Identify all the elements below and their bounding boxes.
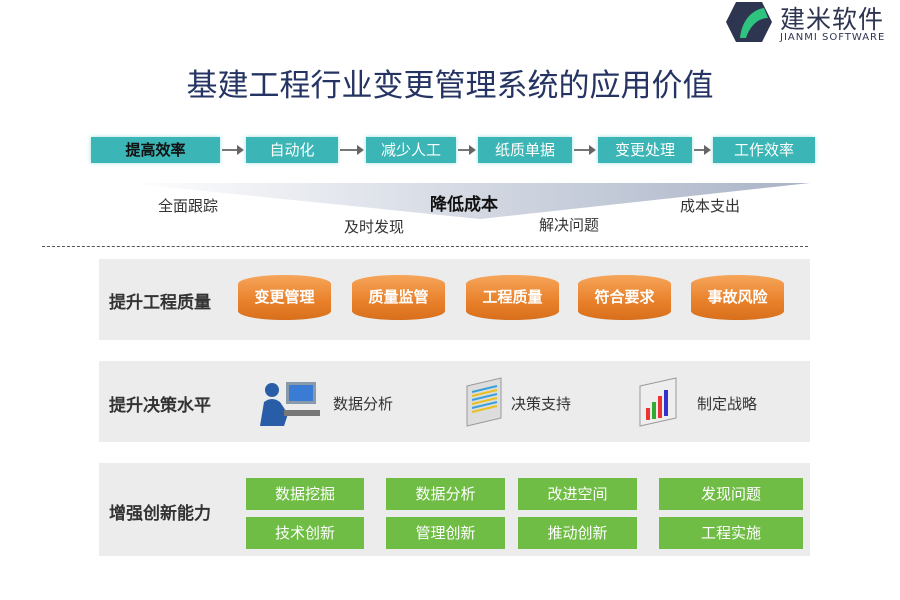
bar-chart-icon xyxy=(639,377,677,427)
arrow xyxy=(574,145,596,155)
quality-item: 质量监管 xyxy=(352,275,445,320)
flow-step: 变更处理 xyxy=(598,137,692,163)
innovation-item: 工程实施 xyxy=(659,517,803,549)
logo-name-cn: 建米软件 xyxy=(780,5,885,34)
cost-center-label: 降低成本 xyxy=(430,195,498,215)
computer-user-icon xyxy=(260,382,320,426)
arrow xyxy=(694,145,711,155)
arrow xyxy=(340,145,364,155)
flow-step-start: 提高效率 xyxy=(91,137,220,163)
innovation-item: 改进空间 xyxy=(518,478,637,510)
cost-label: 全面跟踪 xyxy=(158,197,219,215)
flow-step: 自动化 xyxy=(246,137,338,163)
cost-label: 成本支出 xyxy=(680,197,741,215)
innovation-item: 数据分析 xyxy=(386,478,505,510)
decision-panel: 提升决策水平 xyxy=(99,361,810,442)
innovation-label: 增强创新能力 xyxy=(109,504,211,524)
cost-label: 解决问题 xyxy=(539,216,600,234)
quality-label: 提升工程质量 xyxy=(109,293,211,313)
decision-item: 数据分析 xyxy=(333,395,394,413)
innovation-item: 推动创新 xyxy=(518,517,637,549)
decision-item: 决策支持 xyxy=(511,395,572,413)
logo-icon xyxy=(726,2,772,42)
quality-item: 变更管理 xyxy=(238,275,331,320)
divider xyxy=(42,246,808,247)
cost-funnel-shape xyxy=(125,183,810,219)
innovation-item: 技术创新 xyxy=(246,517,364,549)
quality-item: 工程质量 xyxy=(466,275,559,320)
flow-step: 纸质单据 xyxy=(478,137,572,163)
innovation-item: 数据挖掘 xyxy=(246,478,364,510)
decision-item: 制定战略 xyxy=(697,395,758,413)
logo-name-en: JIANMI SOFTWARE xyxy=(780,32,886,43)
cost-label: 及时发现 xyxy=(344,218,405,236)
chart-board-icon xyxy=(466,377,502,427)
arrow xyxy=(458,145,476,155)
flow-step: 减少人工 xyxy=(366,137,456,163)
arrow xyxy=(222,145,244,155)
quality-item: 符合要求 xyxy=(578,275,671,320)
quality-item: 事故风险 xyxy=(691,275,784,320)
page-title: 基建工程行业变更管理系统的应用价值 xyxy=(186,68,714,104)
innovation-item: 管理创新 xyxy=(386,517,505,549)
innovation-item: 发现问题 xyxy=(659,478,803,510)
decision-label: 提升决策水平 xyxy=(109,396,211,416)
flow-step-end: 工作效率 xyxy=(713,137,815,163)
